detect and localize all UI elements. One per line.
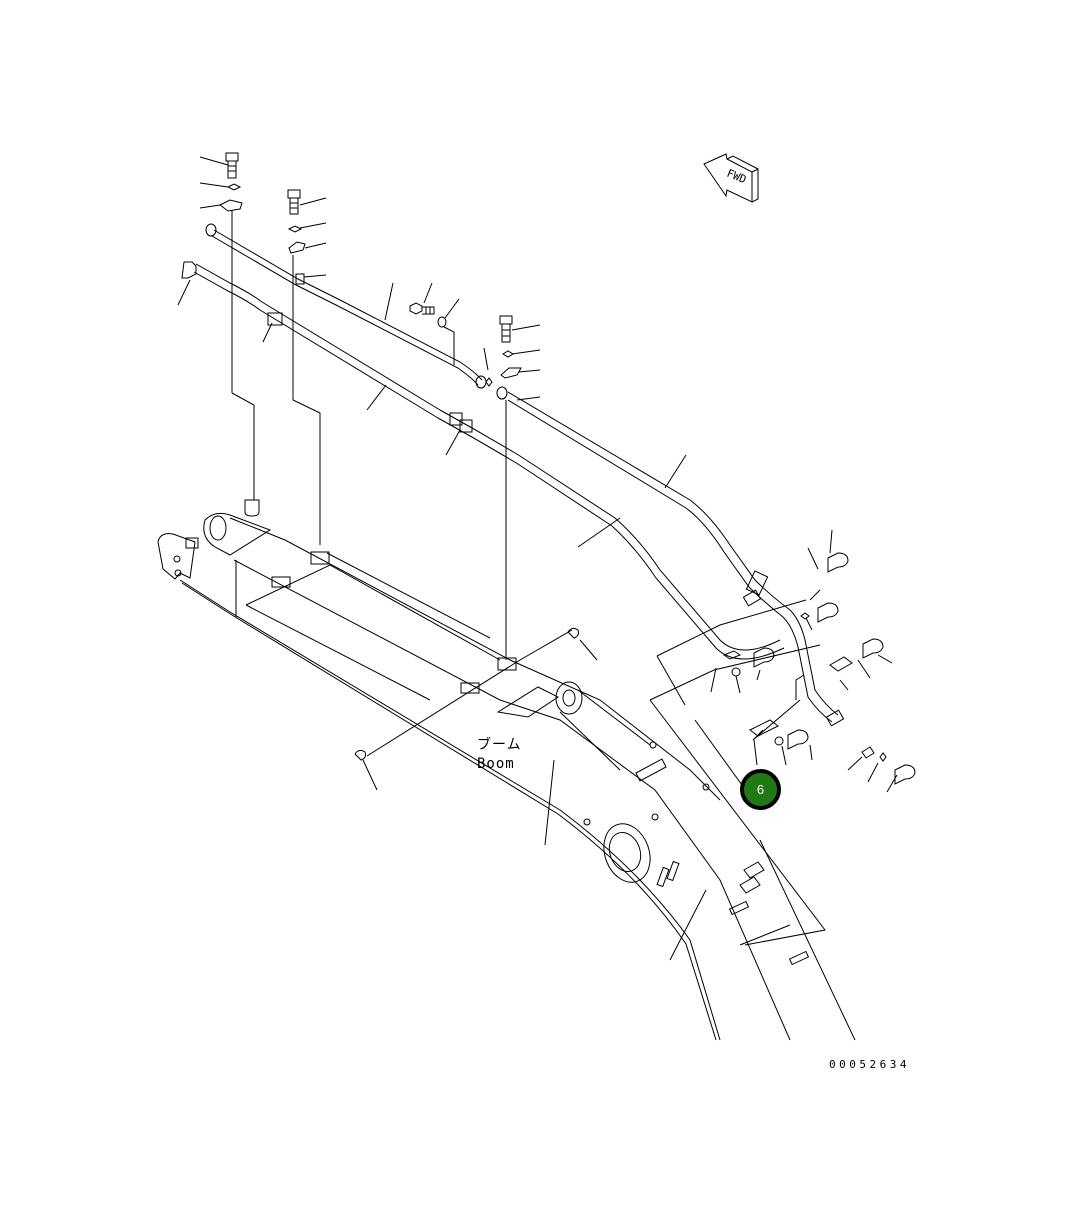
- boom-label-jp: ブーム: [477, 737, 522, 753]
- upper-pipe: [206, 224, 486, 388]
- forward-direction-arrow-icon: FWD: [700, 150, 762, 212]
- bolt-horizontal: [410, 283, 492, 386]
- right-pipe: [508, 392, 844, 726]
- bolt-stack-3: [497, 316, 540, 660]
- callout-badge-6[interactable]: 6: [740, 769, 781, 810]
- boom-label-en: Boom: [477, 756, 515, 772]
- fwd-label: FWD: [725, 167, 748, 186]
- lower-pipe: [178, 262, 784, 659]
- boom-part-label: ブーム Boom: [477, 736, 522, 774]
- bolt-stack-2: [288, 190, 326, 545]
- right-fastener-cluster: [650, 530, 915, 945]
- callout-number: 6: [756, 782, 765, 797]
- drawing-number: 00052634: [829, 1058, 910, 1071]
- bolt-stack-1: [200, 153, 254, 500]
- boom-body: [158, 500, 855, 1040]
